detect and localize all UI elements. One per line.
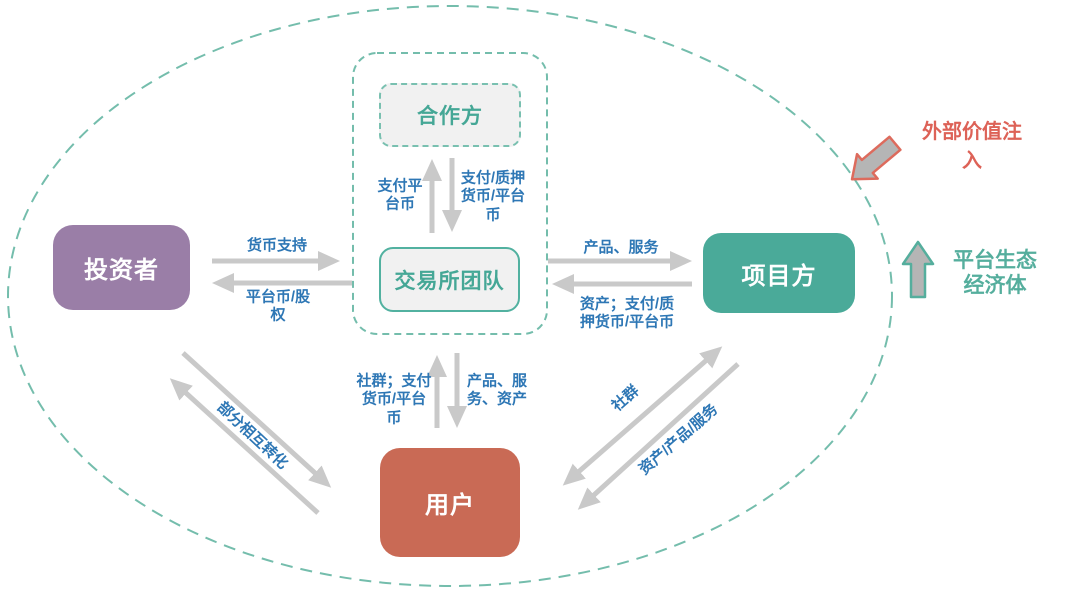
- node-exchange-team-label: 交易所团队: [394, 269, 505, 293]
- edge-label-pay-pledge-coin: 支付/质押 货币/平台 币: [460, 169, 526, 224]
- edge-label-pay-platform-coin: 支付平 台币: [377, 177, 423, 213]
- arrow-project-to-user-assets: [577, 362, 740, 510]
- node-partner-label: 合作方: [417, 105, 483, 128]
- node-investor: 投资者: [53, 225, 190, 310]
- node-partner: 合作方: [379, 83, 521, 147]
- edge-label-currency-support: 货币支持: [246, 236, 308, 254]
- edge-label-product-service: 产品、服务: [583, 238, 659, 256]
- arrow-investor-to-user-diagonal: [181, 351, 332, 488]
- platform-ecosystem-label: 平台生态 经济体: [953, 248, 1037, 297]
- node-user-label: 用户: [425, 492, 475, 519]
- node-project: 项目方: [703, 233, 855, 313]
- exchange-group-container: [352, 52, 548, 335]
- ecosystem-boundary-ellipse: [7, 5, 893, 587]
- external-value-block-arrow-icon: [850, 135, 902, 181]
- arrow-user-to-investor-diagonal: [169, 378, 320, 515]
- arrow-user-project-community: [562, 346, 723, 486]
- node-investor-label: 投资者: [84, 257, 159, 284]
- node-user: 用户: [380, 448, 520, 557]
- edge-label-platform-coin-equity: 平台币/股 权: [245, 288, 311, 324]
- node-project-label: 项目方: [741, 262, 817, 290]
- edge-label-community-pay-coin: 社群；支付 货币/平台 币: [356, 372, 432, 427]
- platform-eco-up-arrow-icon: [901, 240, 935, 299]
- edge-label-product-service-asset: 产品、服 务、资产: [466, 372, 528, 408]
- node-exchange-team: 交易所团队: [379, 247, 520, 312]
- edge-label-asset-pledge-coin: 资产；支付/质 押货币/平台币: [579, 295, 675, 331]
- external-value-injection-label: 外部价值注入: [922, 121, 1022, 172]
